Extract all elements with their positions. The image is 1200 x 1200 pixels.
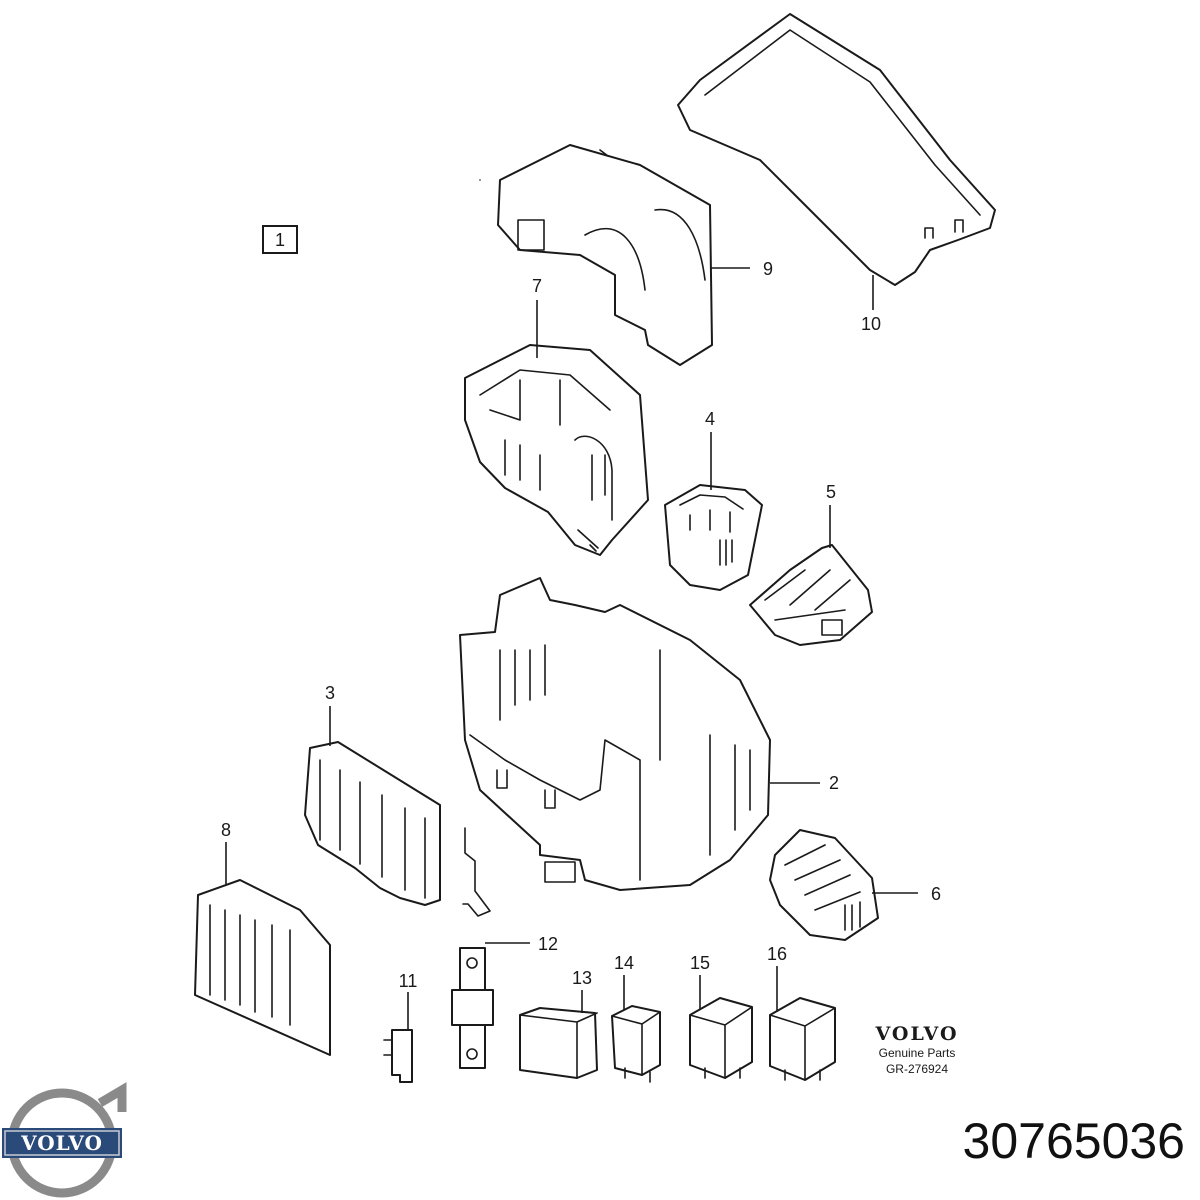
- part-4-relay-holder: [664, 484, 763, 591]
- part-13-mini-relay: [519, 1007, 598, 1079]
- part-16-relay: [769, 997, 836, 1081]
- logo-wordmark: VOLVO: [20, 1131, 103, 1155]
- part-5-connector-block: [749, 544, 873, 646]
- part-15-relay: [689, 997, 753, 1079]
- part-9-upper-cover: [479, 144, 713, 366]
- part-7-fuse-box: [464, 344, 649, 556]
- part-3-fuse-holder: [304, 741, 491, 917]
- callout-10: 10: [861, 314, 881, 334]
- callout-8: 8: [221, 820, 231, 840]
- callout-13: 13: [572, 968, 592, 988]
- callout-6: 6: [931, 884, 941, 904]
- callout-16: 16: [767, 944, 787, 964]
- callout-numbers: 9 10 7 4 5 3 2 8 6 12 11 13 14 15 16: [221, 259, 941, 991]
- callout-12: 12: [538, 934, 558, 954]
- part-11-clip: [383, 1029, 413, 1083]
- part-10-cover: [677, 13, 996, 286]
- part-6-relay-block: [769, 829, 879, 941]
- section-label: 1: [275, 230, 285, 250]
- drawing-reference: GR-276924: [886, 1062, 948, 1076]
- volvo-iron-mark-icon: VOLVO: [2, 1082, 127, 1198]
- callout-3: 3: [325, 683, 335, 703]
- leader-lines: [225, 267, 918, 1030]
- brand-block: VOLVO Genuine Parts GR-276924: [874, 1023, 958, 1076]
- part-number: 30765036: [963, 1113, 1185, 1169]
- callout-2: 2: [829, 773, 839, 793]
- part-8-fuse-cover: [194, 879, 331, 1056]
- part-12-fuse-link: [451, 947, 494, 1069]
- callout-5: 5: [826, 482, 836, 502]
- callout-15: 15: [690, 953, 710, 973]
- callout-11: 11: [399, 971, 418, 991]
- callout-4: 4: [705, 409, 715, 429]
- callout-14: 14: [614, 953, 634, 973]
- callout-9: 9: [763, 259, 773, 279]
- callout-7: 7: [532, 276, 542, 296]
- part-14-relay: [611, 1005, 661, 1083]
- brand-subtitle: Genuine Parts: [879, 1046, 956, 1060]
- brand-wordmark: VOLVO: [874, 1023, 958, 1045]
- part-2-lower-housing: [459, 577, 771, 891]
- section-marker: 1: [262, 225, 298, 254]
